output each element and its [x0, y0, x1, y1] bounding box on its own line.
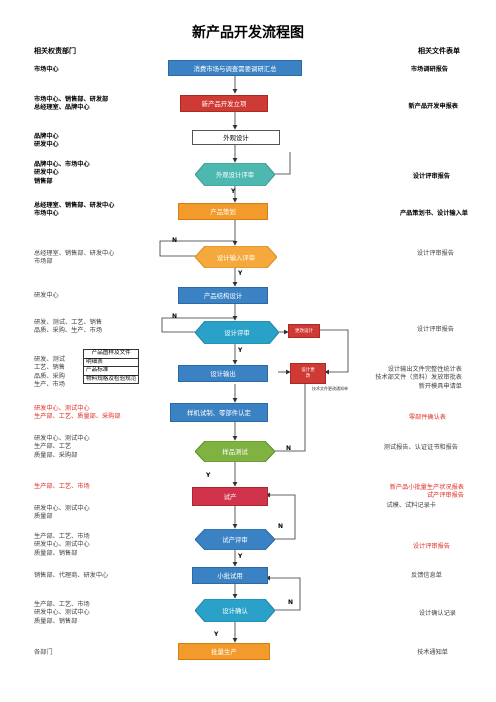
- doc-5: 设计评审报告: [416, 326, 454, 333]
- node-survey[interactable]: 消费市场与调查需要调研汇总: [168, 60, 302, 76]
- label-n: N: [172, 313, 178, 320]
- doc-0: 市场调研报告: [410, 66, 448, 73]
- node-proposal[interactable]: 新产品开发立项: [180, 95, 268, 112]
- label-y: Y: [238, 347, 243, 354]
- label-n: N: [278, 523, 284, 530]
- dept-15: 生产部、工艺、市场 研发中心、测试中心 质量部、销售部: [34, 601, 90, 625]
- doc-13: 设计确认记录: [418, 610, 456, 617]
- doc-8: 测试报告、认证证书和报告: [383, 444, 458, 451]
- node-validation[interactable]: 设计确认: [195, 599, 275, 622]
- dept-12: 研发中心、测试中心 质量部: [34, 505, 90, 521]
- node-mass[interactable]: 批量生产: [178, 643, 270, 660]
- doc-6: 设计输出文件完整性统计表 技术部文件（资料）发放审批表 新开模具申请单: [375, 366, 462, 390]
- dept-0: 市场中心: [34, 66, 59, 73]
- doc-14: 技术通知单: [417, 649, 448, 656]
- dept-6: 研发中心: [34, 292, 59, 299]
- doc-4: 设计评审报告: [416, 250, 454, 257]
- doc-2: 设计评审报告: [412, 173, 450, 180]
- node-trial[interactable]: 试产: [192, 487, 268, 506]
- node-output[interactable]: 设计输出: [178, 365, 268, 382]
- dept-8: 研发、测试 工艺、销售 品质、采购 生产、市场: [34, 356, 65, 389]
- dept-9: 研发中心、测试中心 生产部、工艺、质量部、采购部: [34, 405, 121, 421]
- label-n: N: [172, 237, 178, 244]
- node-appearance-review[interactable]: 外观设计评审: [195, 163, 275, 186]
- label-n: N: [286, 445, 292, 452]
- node-planning[interactable]: 产品策划: [178, 203, 268, 220]
- label-y: Y: [231, 188, 236, 195]
- page-title: 新产品开发流程图: [192, 25, 304, 41]
- dept-11: 生产部、工艺、市场: [34, 483, 90, 490]
- dept-2: 品牌中心 研发中心: [34, 133, 59, 149]
- dept-5: 总经理室、销售部、研发中心 市场部: [34, 250, 115, 266]
- label-y: Y: [238, 270, 243, 277]
- output-doc-2: 产品标准: [82, 366, 140, 376]
- label-y: Y: [214, 631, 219, 638]
- doc-9: 新产品小批量生产状况报表 试产评审报告: [389, 484, 464, 500]
- dept-1: 市场中心、销售部、研发部 总经理室、品牌中心: [34, 96, 109, 112]
- dept-14: 销售部、代理商、研发中心: [34, 572, 109, 579]
- label-n: N: [288, 599, 294, 606]
- node-sample[interactable]: 样机试制、零部件认定: [170, 403, 268, 422]
- node-output-change[interactable]: 设计更 改: [290, 363, 326, 384]
- node-sample-test[interactable]: 样品测试: [195, 441, 275, 462]
- node-trial-review[interactable]: 试产评审: [195, 529, 275, 550]
- node-appearance[interactable]: 外观设计: [192, 130, 280, 145]
- dept-7: 研发、测试、工艺、销售 品质、采购、生产、市场: [34, 319, 103, 335]
- header-documents: 相关文件表单: [418, 47, 460, 55]
- dept-4: 总经理室、销售部、研发中心 市场中心: [34, 202, 115, 218]
- output-doc-0: 产品图样及文件: [82, 349, 140, 359]
- doc-7: 零部件确认表: [408, 414, 446, 421]
- node-structure[interactable]: 产品结构设计: [178, 287, 268, 304]
- doc-1: 新产品开发申报表: [408, 103, 459, 110]
- doc-10: 试模、试料记录卡: [386, 502, 437, 509]
- change-note: 技术文件更改通知单: [312, 386, 348, 391]
- node-design-review[interactable]: 设计评审: [195, 321, 279, 344]
- node-input-review[interactable]: 设计输入评审: [195, 246, 277, 268]
- dept-10: 研发中心、测试中心 生产部、工艺 质量部、采购部: [34, 435, 90, 459]
- doc-11: 设计评审报告: [412, 543, 450, 550]
- dept-13: 生产部、工艺、市场 研发中心、测试中心 质量部、销售部: [34, 533, 90, 557]
- dept-16: 各部门: [34, 649, 53, 656]
- label-y: Y: [206, 472, 211, 479]
- node-small-batch[interactable]: 小批试用: [192, 567, 268, 584]
- dept-3: 品牌中心、市场中心 研发中心 销售部: [34, 161, 90, 185]
- output-docs-table: 产品图样及文件 明细表 产品标准 物料规格及检验规范: [82, 349, 140, 385]
- header-departments: 相关权责部门: [34, 47, 76, 55]
- output-doc-3: 物料规格及检验规范: [82, 374, 140, 385]
- label-y: Y: [238, 553, 243, 560]
- doc-12: 反馈信息单: [411, 572, 442, 579]
- doc-3: 产品策划书、设计输入单: [399, 210, 468, 217]
- output-doc-1: 明细表: [82, 357, 140, 368]
- node-rectify[interactable]: 更改设计: [288, 324, 320, 338]
